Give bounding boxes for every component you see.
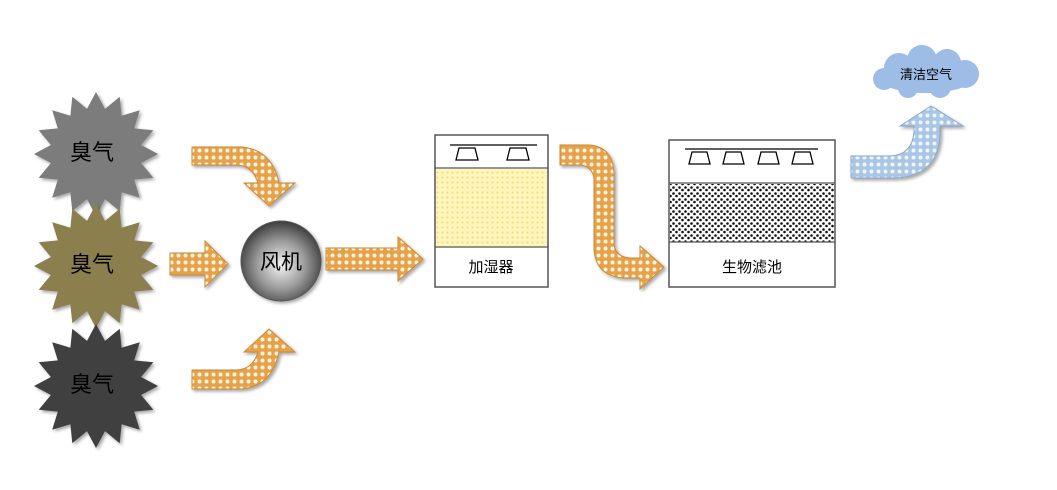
odor-source-1: 臭气	[34, 92, 158, 216]
arrow-source3-to-fan	[191, 328, 297, 390]
odor-source-3-starburst	[34, 324, 158, 448]
odor-source-2-label: 臭气	[70, 253, 114, 278]
cloud-shape	[873, 45, 979, 98]
odor-source-3-label: 臭气	[70, 373, 114, 398]
clean-air-label: 清洁空气	[900, 67, 952, 83]
biofilter-media	[670, 184, 834, 242]
humidifier-packing	[436, 169, 547, 247]
arrow-fan-to-humidifier	[325, 235, 424, 283]
biofilter-spray-nozzles	[685, 148, 818, 165]
biofilter: 生物滤池	[668, 139, 836, 288]
odor-source-2: 臭气	[34, 204, 158, 328]
fan: 风机	[240, 220, 322, 302]
humidifier-spray-nozzles	[450, 144, 537, 161]
humidifier-label: 加湿器	[468, 258, 513, 276]
odor-source-1-starburst	[34, 92, 158, 216]
arrow-clean-air-out	[850, 105, 965, 179]
odor-source-3: 臭气	[34, 324, 158, 448]
arrow-humidifier-to-biofilter	[559, 144, 665, 291]
humidifier: 加湿器	[434, 134, 549, 288]
odor-source-2-starburst	[34, 204, 158, 328]
fan-circle	[240, 220, 322, 302]
fan-label: 风机	[260, 250, 302, 274]
biofilter-label: 生物滤池	[722, 258, 782, 276]
arrow-source1-to-fan	[191, 146, 297, 207]
odor-source-1-label: 臭气	[70, 141, 114, 166]
arrow-source2-to-fan	[169, 239, 229, 289]
clean-air-cloud: 清洁空气	[873, 45, 979, 98]
